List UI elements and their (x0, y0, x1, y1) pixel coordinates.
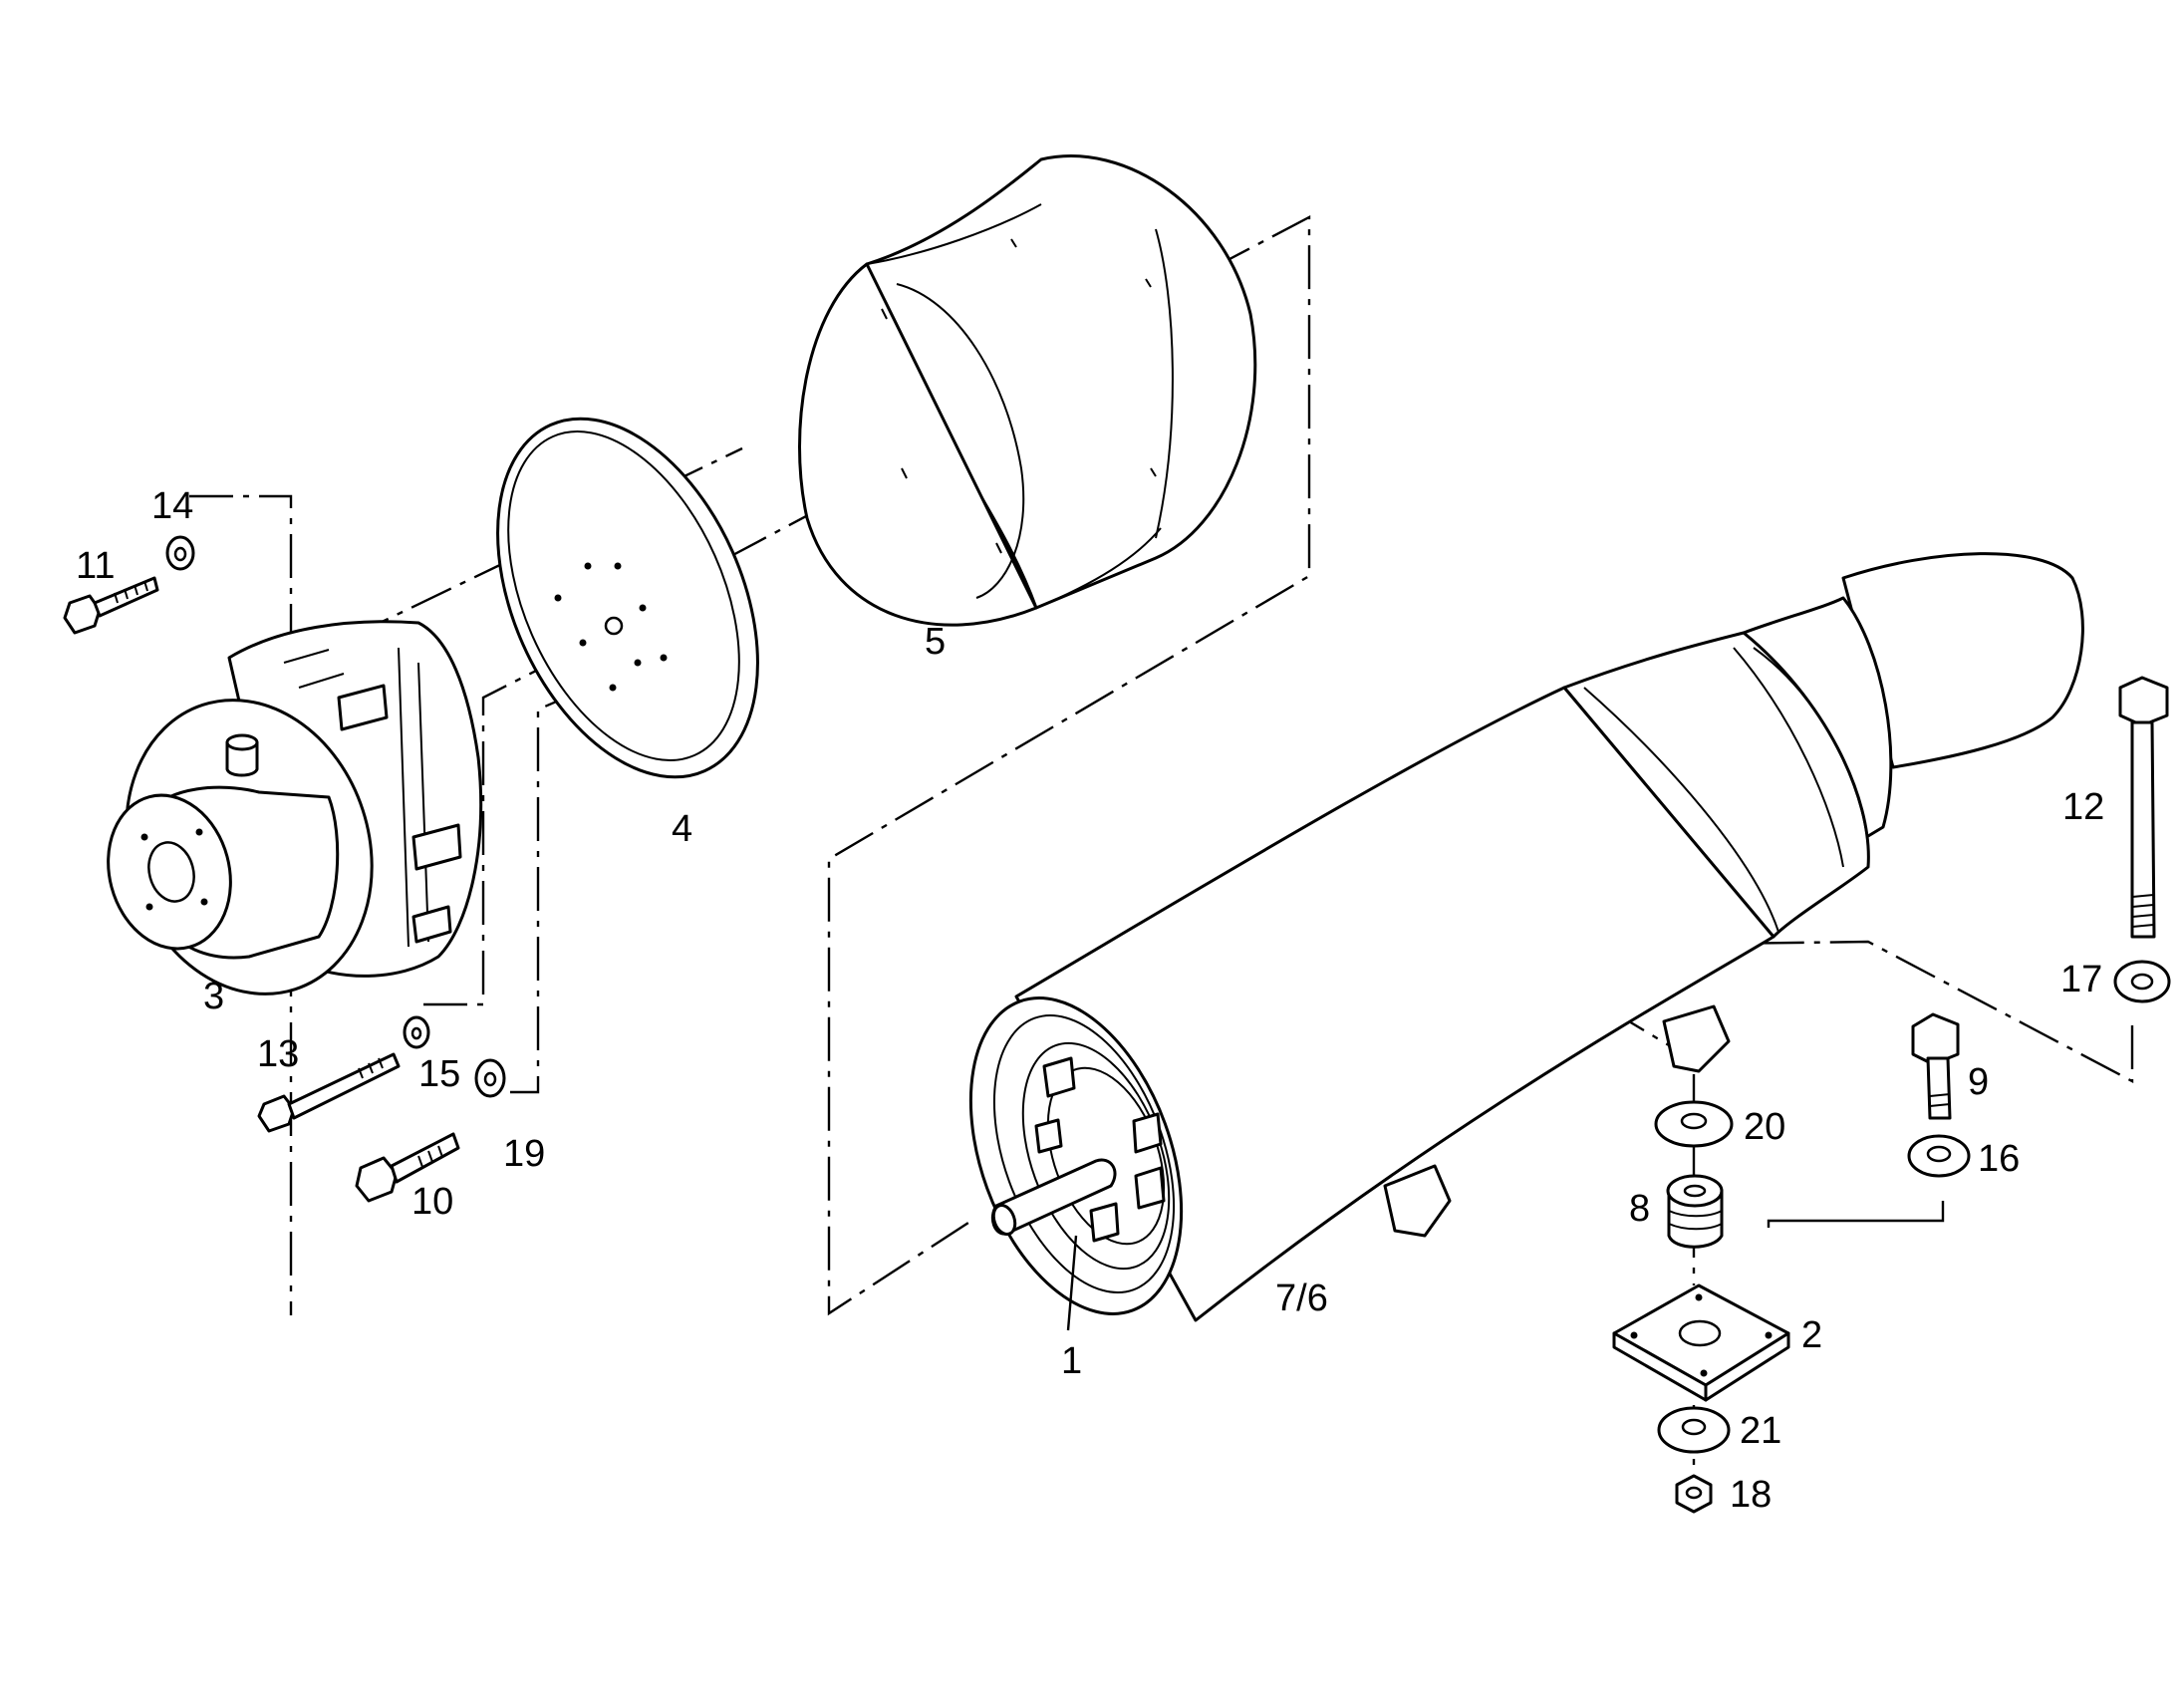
callout-16: 16 (1978, 1138, 2020, 1180)
callout-14: 14 (151, 485, 193, 527)
bolt-part-9[interactable] (1911, 1012, 1960, 1120)
washer-part-15[interactable] (403, 1015, 430, 1049)
callout-1: 1 (1061, 1340, 1082, 1382)
callout-17: 17 (2060, 959, 2102, 1000)
base-plate-part-2[interactable] (1612, 1283, 1790, 1402)
washer-part-21[interactable] (1657, 1406, 1731, 1454)
callout-7-6: 7/6 (1275, 1278, 1328, 1319)
washer-part-16[interactable] (1907, 1134, 1971, 1178)
bolt-part-12[interactable] (2118, 676, 2169, 939)
bolt-part-13[interactable] (257, 1052, 401, 1133)
callout-9: 9 (1968, 1061, 1989, 1103)
callout-20: 20 (1744, 1106, 1785, 1148)
callout-5: 5 (925, 621, 946, 663)
drum-motor-part-7-6[interactable] (931, 552, 2084, 1343)
hardware-parts (63, 535, 2171, 1514)
callout-3: 3 (203, 976, 224, 1017)
callout-4: 4 (672, 808, 692, 850)
callout-2: 2 (1801, 1314, 1822, 1356)
washer-part-19[interactable] (474, 1058, 506, 1098)
callout-12: 12 (2062, 786, 2104, 828)
key-part-1[interactable] (1066, 1235, 1078, 1331)
callout-18: 18 (1730, 1474, 1772, 1516)
rubber-mount-part-8[interactable] (1666, 1174, 1724, 1249)
callout-11: 11 (76, 545, 115, 587)
nut-part-18[interactable] (1675, 1474, 1713, 1514)
hub-pulley-part-3[interactable] (90, 620, 483, 1026)
callout-13: 13 (257, 1033, 299, 1075)
callout-labels: 1 2 3 4 5 7/6 8 9 10 11 12 13 14 15 16 1… (76, 485, 2104, 1516)
callout-15: 15 (418, 1053, 460, 1095)
callout-19: 19 (503, 1133, 545, 1175)
washer-part-20[interactable] (1654, 1100, 1734, 1148)
callout-10: 10 (411, 1181, 453, 1223)
bolt-part-10[interactable] (355, 1132, 460, 1203)
flange-plate-part-4[interactable] (446, 379, 810, 818)
washer-part-14[interactable] (165, 535, 195, 571)
washer-part-17[interactable] (2113, 960, 2171, 1003)
callout-21: 21 (1740, 1410, 1781, 1452)
shroud-ring-part-5[interactable] (798, 154, 1257, 627)
bolt-part-11[interactable] (63, 576, 159, 635)
callout-8: 8 (1629, 1188, 1650, 1230)
